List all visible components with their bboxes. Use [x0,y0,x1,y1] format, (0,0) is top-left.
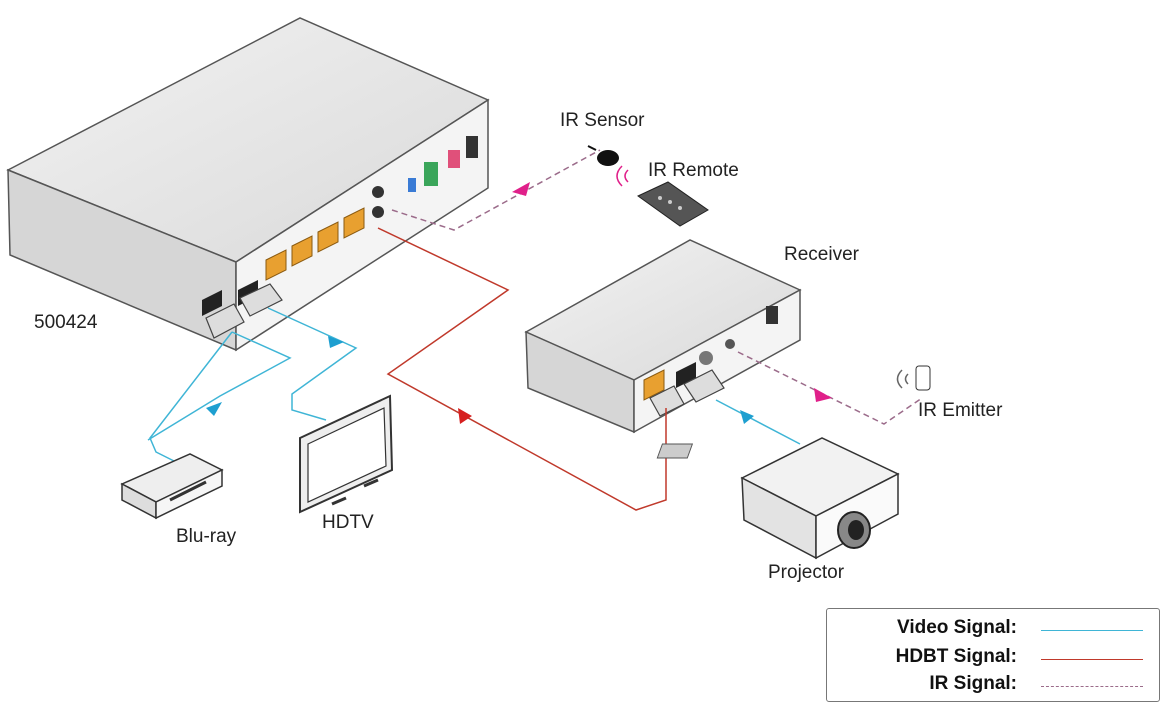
video-arrow-icon [328,336,344,348]
pink-connector-icon [448,150,460,168]
ir-remote-label: IR Remote [648,160,739,181]
ir-jack-icon [372,186,384,198]
legend-swatch-video [1041,630,1143,631]
legend-label: HDBT Signal: [895,646,1017,667]
bluray-icon [120,453,224,520]
hdbt-port-icon [291,235,313,267]
ir-signal-line [737,351,923,425]
video-arrow-icon [740,410,754,424]
green-connector-icon [424,162,438,186]
hdbt-port-icon [343,207,365,239]
ir-emitter-icon [896,365,931,391]
ir-arrow-icon [814,388,832,402]
video-signal-line [147,331,292,441]
ir-sensor-label: IR Sensor [560,110,645,131]
hdmi-port-icon [676,362,696,388]
hdbt-signal-line [377,227,667,511]
hdmi-port-icon [202,290,222,316]
hdtv-icon [299,394,394,514]
connector-icon [766,306,778,324]
legend-swatch-ir [1041,686,1143,687]
legend-item-ir: IR Signal: [827,673,1157,701]
projector-label: Projector [768,562,845,583]
projector-icon [656,437,900,560]
hdtv-label: HDTV [322,512,374,533]
legend-label: IR Signal: [929,673,1017,694]
legend-item-hdbt: HDBT Signal: [827,646,1157,674]
hdbt-port-icon [317,221,339,253]
blue-connector-icon [408,178,416,192]
hdbt-port-icon [265,249,287,281]
video-signal-line [715,399,801,445]
switcher-device [6,17,490,352]
signal-legend: Video Signal: HDBT Signal: IR Signal: [826,608,1160,702]
ir-jack-icon [725,339,735,349]
black-connector-icon [466,136,478,158]
receiver-device [524,239,802,434]
legend-label: Video Signal: [896,617,1017,638]
video-signal-line [267,307,358,421]
ir-signal-line [391,149,601,231]
bluray-label: Blu-ray [176,526,237,547]
ir-sensor-icon [587,145,619,166]
power-jack-icon [699,351,713,365]
hdbt-port-icon [643,369,665,401]
video-signal-line [149,331,233,463]
legend-swatch-hdbt [1041,659,1143,660]
switcher-model-label: 500424 [34,312,98,333]
ir-jack-icon [372,206,384,218]
ir-arrow-icon [512,182,530,196]
ir-emitter-label: IR Emitter [918,400,1003,421]
ir-remote-icon [616,165,709,227]
legend-item-video: Video Signal: [827,617,1157,645]
hdbt-arrow-icon [458,408,472,424]
receiver-label: Receiver [784,244,859,265]
video-arrow-icon [206,402,222,416]
